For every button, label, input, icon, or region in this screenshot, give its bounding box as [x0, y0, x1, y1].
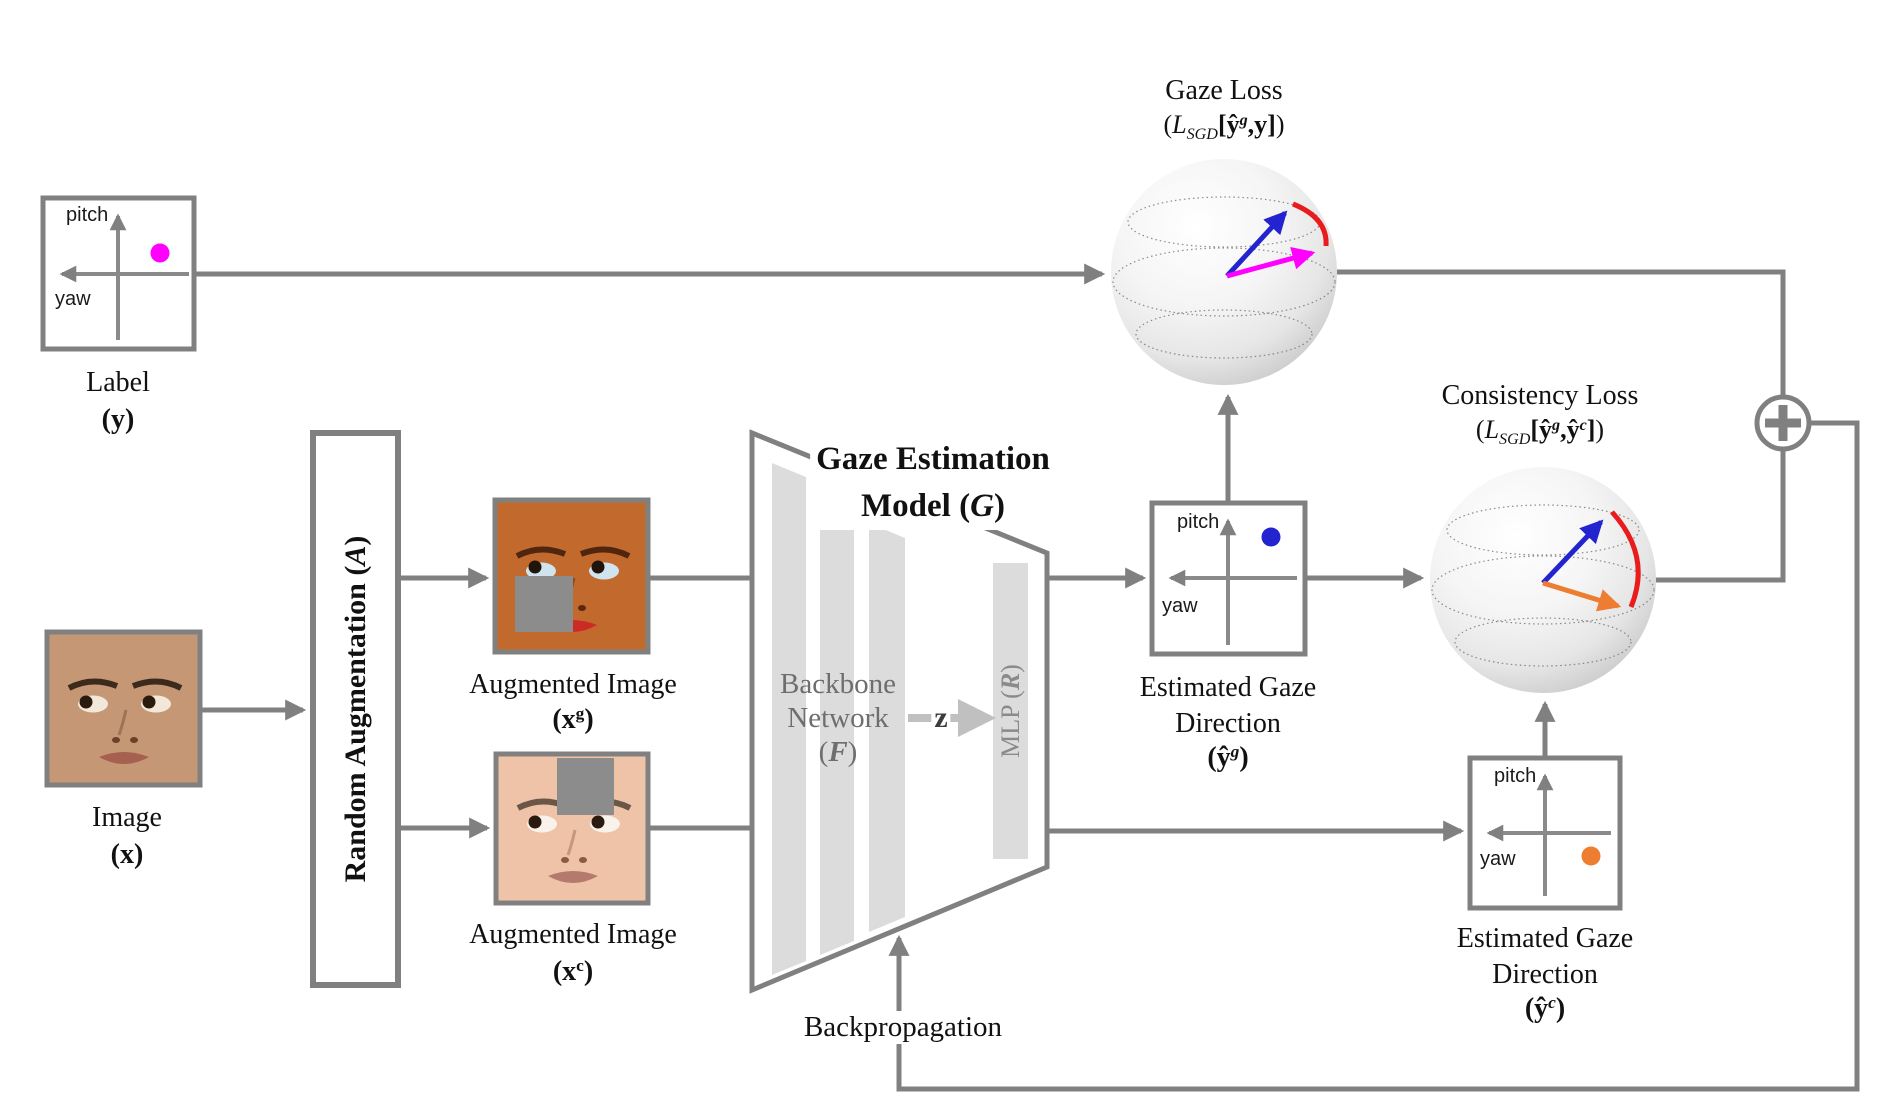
consistency-loss-formula: (LSGD[ŷg,ŷc])	[1475, 415, 1605, 448]
estimated-gaze-c-title-line1: Estimated Gaze	[1456, 923, 1634, 954]
gaze-estimation-model-title: Gaze Estimation Model (G)	[810, 436, 1056, 530]
estimated-gaze-g-box	[1149, 500, 1308, 657]
consistency-loss-sphere	[1430, 467, 1656, 693]
gaze-loss-title: Gaze Loss	[1165, 75, 1283, 106]
gaze-loss-formula: (LSGD[ŷg,y])	[1163, 110, 1285, 143]
estimated-gaze-g-symbol: (ŷg)	[1207, 742, 1249, 773]
mlp-layer-bar	[993, 563, 1028, 859]
augmented-image-c-symbol: (xc)	[552, 956, 594, 987]
line-consistency-to-sum	[1656, 449, 1786, 583]
gaze-loss-caption: Gaze Loss (LSGD[ŷg,y])	[1163, 74, 1284, 146]
pitch-axis-label: pitch	[1177, 511, 1220, 533]
plus-icon	[1754, 394, 1812, 452]
image-symbol: (x)	[110, 839, 144, 870]
estimated-gaze-g-title-line1: Estimated Gaze	[1139, 672, 1317, 703]
image-title: Image	[92, 802, 162, 833]
yaw-axis-label: yaw	[55, 288, 91, 310]
random-augmentation-label: Random Augmentation (A)	[339, 535, 372, 883]
estimated-gaze-c-dot	[1581, 846, 1601, 866]
cutout-patch	[515, 576, 573, 632]
estimated-gaze-c-box	[1467, 755, 1623, 911]
backbone-layer-bar-3	[869, 523, 905, 932]
yaw-axis-label: yaw	[1162, 595, 1198, 617]
random-augmentation-box	[310, 430, 401, 988]
pitch-axis-label: pitch	[66, 204, 109, 226]
estimated-gaze-g-title-line2: Direction	[1175, 708, 1281, 739]
predicted-gaze-vector	[1225, 210, 1288, 278]
mlp-label: MLP (R)	[996, 664, 1025, 758]
backpropagation-label: Backpropagation	[799, 1011, 1007, 1044]
label-gaze-dot	[150, 243, 170, 263]
estimated-gaze-g-dot	[1261, 527, 1281, 547]
label-axes-box	[40, 195, 197, 352]
estimated-gaze-c-title-line2: Direction	[1492, 959, 1598, 990]
backbone-layer-bar-1	[772, 463, 806, 975]
backbone-network-label: Backbone Network (F)	[780, 668, 896, 768]
augmented-image-g-title: Augmented Image	[469, 669, 677, 700]
consistency-loss-arc	[1610, 510, 1641, 608]
estimated-gaze-c-symbol: (ŷc)	[1524, 993, 1566, 1024]
cutout-patch	[557, 758, 614, 815]
consistency-loss-title: Consistency Loss	[1441, 380, 1639, 411]
line-gazeloss-to-sum	[1337, 269, 1786, 397]
gaze-g-vector	[1541, 519, 1604, 585]
input-face-image	[44, 629, 203, 788]
augmented-image-c-title: Augmented Image	[469, 919, 677, 950]
gaze-estimation-model-shape	[749, 429, 1050, 994]
feature-vector-z-label: z	[931, 701, 951, 735]
gaze-loss-sphere	[1111, 159, 1337, 385]
augmented-image-g-symbol: (xg)	[552, 704, 594, 735]
yaw-axis-label: yaw	[1480, 848, 1516, 870]
backbone-layer-bar-2	[820, 483, 854, 955]
label-gaze-vector	[1226, 247, 1316, 279]
gaze-loss-arc	[1292, 201, 1329, 247]
augmented-face-image-c	[493, 751, 651, 906]
label-box-title: Label	[86, 367, 150, 398]
label-box-symbol: (y)	[101, 404, 135, 435]
augmented-face-image-g	[492, 497, 651, 655]
gaze-c-vector	[1542, 580, 1622, 612]
z-vector-arrowhead	[958, 699, 996, 737]
pitch-axis-label: pitch	[1494, 765, 1537, 787]
consistency-loss-caption: Consistency Loss (LSGD[ŷg,ŷc])	[1442, 379, 1639, 451]
